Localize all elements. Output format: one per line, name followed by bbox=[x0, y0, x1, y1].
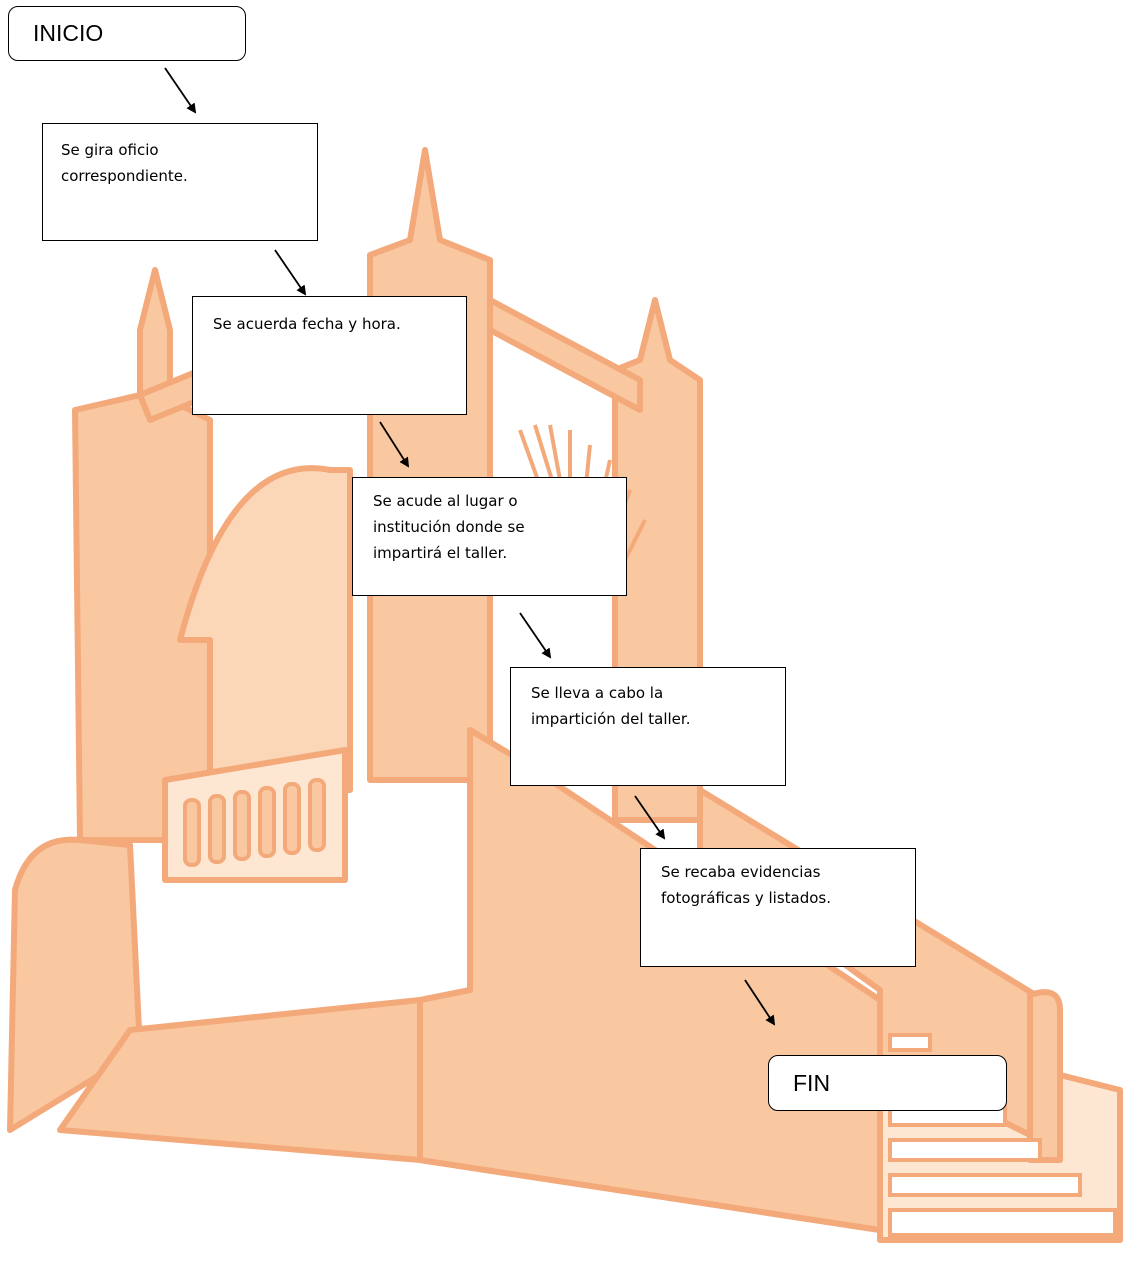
step-text-line: impartición del taller. bbox=[531, 710, 691, 728]
step-text-line: Se acuerda fecha y hora. bbox=[213, 315, 401, 333]
arrow-1 bbox=[164, 67, 197, 114]
step-text-line: impartirá el taller. bbox=[373, 544, 508, 562]
arrow-6 bbox=[744, 979, 776, 1026]
step-text-line: fotográficas y listados. bbox=[661, 889, 832, 907]
stair-wall bbox=[417, 727, 883, 1233]
end-label: FIN bbox=[793, 1069, 831, 1096]
start-label: INICIO bbox=[33, 20, 104, 46]
step-agree-date: Se acuerda fecha y hora. bbox=[192, 296, 467, 415]
rail-post bbox=[1027, 989, 1063, 1163]
step-text-line: Se gira oficio bbox=[61, 141, 159, 159]
step-text-line: correspondiente. bbox=[61, 167, 188, 185]
step-text-line: Se recaba evidencias bbox=[661, 863, 821, 881]
step-send-letter: Se gira oficio correspondiente. bbox=[42, 123, 318, 241]
step-text-line: Se acude al lugar o bbox=[373, 492, 518, 510]
left-arch bbox=[177, 465, 353, 793]
arrow-2 bbox=[274, 249, 307, 296]
end-terminal: FIN bbox=[768, 1055, 1007, 1111]
step-collect-evidence: Se recaba evidencias fotográficas y list… bbox=[640, 848, 916, 967]
arrow-4 bbox=[519, 612, 552, 659]
arrow-5 bbox=[634, 795, 666, 840]
step-text-line: Se lleva a cabo la bbox=[531, 684, 664, 702]
step-go-to-place: Se acude al lugar o institución donde se… bbox=[352, 477, 627, 596]
start-terminal: INICIO bbox=[8, 6, 246, 61]
right-beam bbox=[487, 297, 643, 413]
balusters bbox=[183, 778, 326, 867]
step-deliver-workshop: Se lleva a cabo la impartición del talle… bbox=[510, 667, 786, 786]
arrow-3 bbox=[379, 421, 410, 468]
step-text-line: institución donde se bbox=[373, 518, 525, 536]
